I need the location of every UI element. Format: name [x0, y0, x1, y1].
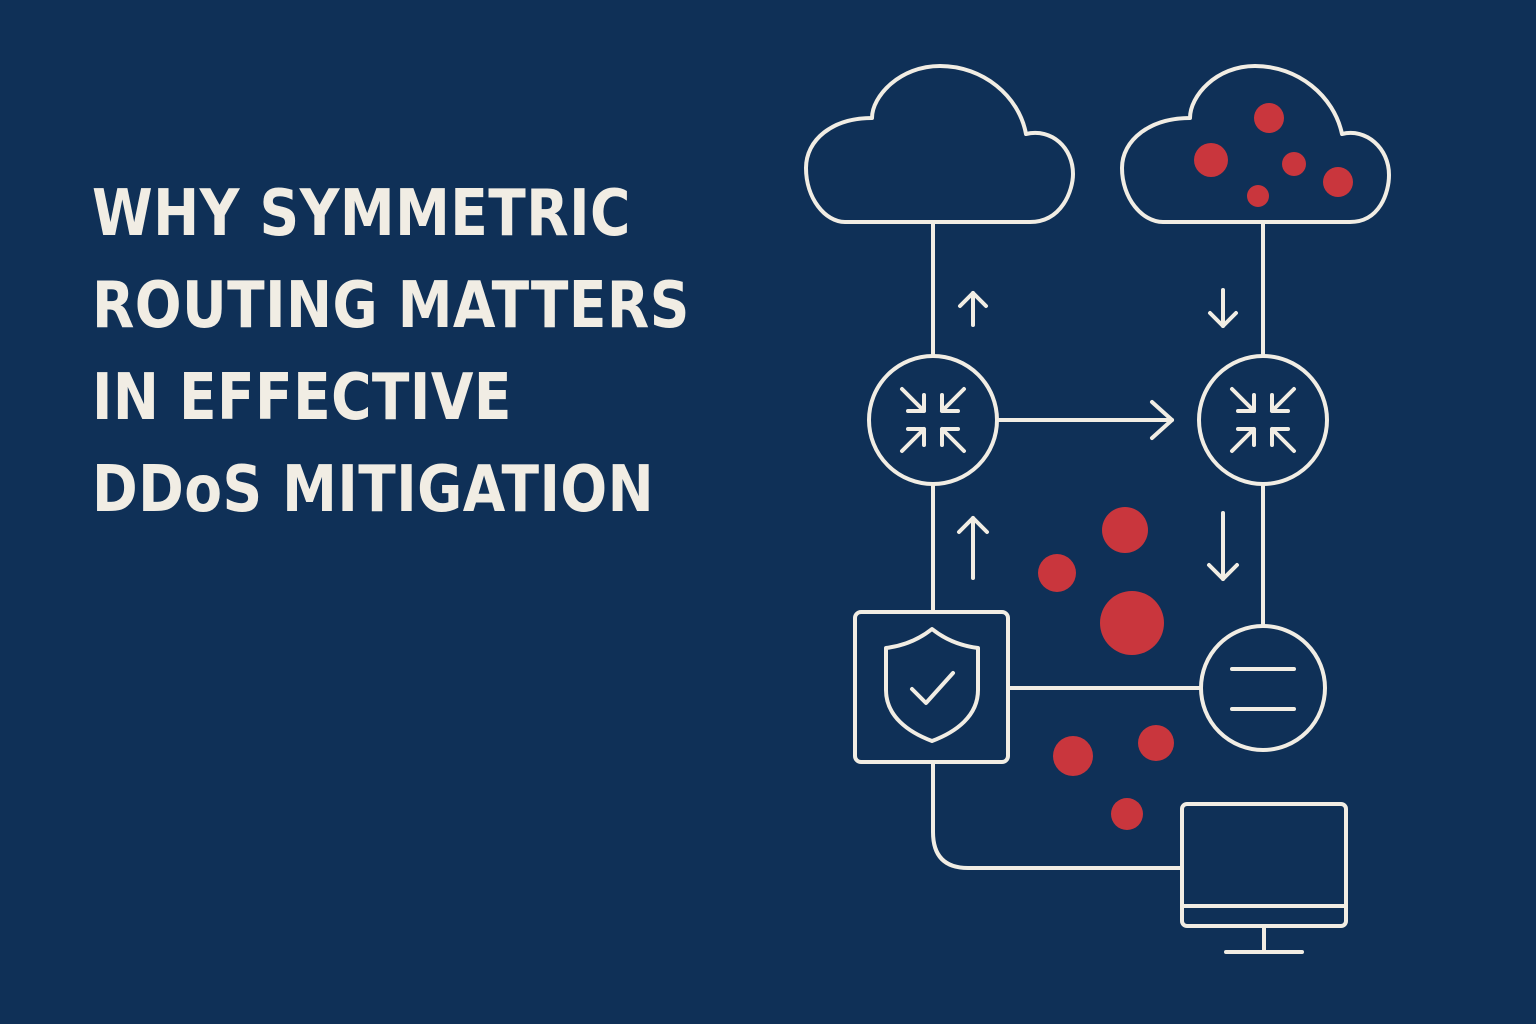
- shield-check-icon: [853, 610, 1010, 764]
- attack-packet: [1247, 185, 1269, 207]
- cloud-icon: [804, 64, 1075, 224]
- flow-arrow-up-top: [958, 291, 988, 327]
- attack-packet: [1254, 103, 1284, 133]
- attack-packet: [1102, 507, 1148, 553]
- attack-traffic-packets: [1038, 507, 1174, 830]
- headline-line-2: ROUTING MATTERS: [92, 269, 690, 343]
- attack-packet: [1111, 798, 1143, 830]
- equals-icon: [1199, 624, 1327, 752]
- headline-line-1: WHY SYMMETRIC: [92, 177, 631, 251]
- attack-packet: [1038, 554, 1076, 592]
- router-icon: [1197, 354, 1329, 486]
- link-scrubbing-to-client: [931, 760, 1184, 870]
- monitor-icon: [1180, 802, 1348, 954]
- attack-packet: [1194, 143, 1228, 177]
- flow-arrow-down-top: [1208, 288, 1238, 328]
- connection-lines: [931, 220, 1265, 870]
- flow-arrow-down-bottom: [1207, 511, 1239, 581]
- cloud-with-attack-traffic-icon: [1120, 64, 1391, 224]
- attack-packet: [1100, 591, 1164, 655]
- flow-arrow-up-bottom: [957, 516, 989, 580]
- headline: WHY SYMMETRIC ROUTING MATTERS IN EFFECTI…: [92, 168, 690, 536]
- attack-packet: [1053, 736, 1093, 776]
- headline-line-4: DDoS MITIGATION: [92, 453, 655, 527]
- arrow-right-icon: [1150, 400, 1174, 440]
- headline-line-3: IN EFFECTIVE: [92, 361, 512, 435]
- attack-packet: [1282, 152, 1306, 176]
- router-icon: [867, 354, 999, 486]
- attack-packet: [1323, 167, 1353, 197]
- attack-packet: [1138, 725, 1174, 761]
